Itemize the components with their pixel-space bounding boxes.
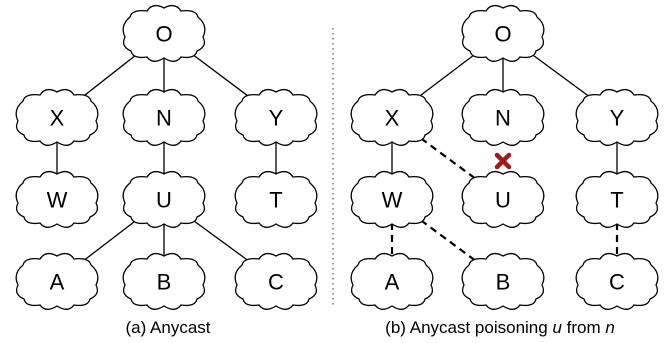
panel-b-node-w: W: [350, 170, 434, 228]
panel-b-nodes: O X N Y W U T A B C: [350, 4, 659, 310]
cloud-icon: [122, 170, 206, 228]
panel-b-node-t: T: [575, 170, 659, 228]
panel-a-node-u: U: [122, 170, 206, 228]
cloud-icon: [234, 170, 318, 228]
panel-b-node-label-c: C: [609, 270, 625, 295]
panel-b-caption-var-u: u: [552, 318, 562, 337]
panel-a-edges: [56, 32, 277, 282]
panel-a-node-label-t: T: [269, 188, 282, 213]
panel-b-node-c: C: [575, 252, 659, 310]
cloud-icon: [122, 4, 206, 62]
panel-b-caption: (b) Anycast poisoning u from n: [385, 318, 615, 337]
panel-b-node-label-u: U: [495, 188, 511, 213]
panel-a-node-w: W: [15, 170, 99, 228]
cloud-icon: [350, 170, 434, 228]
cloud-icon: [350, 88, 434, 146]
panel-a-node-o: O: [122, 4, 206, 62]
cloud-icon: [234, 252, 318, 310]
panel-a-node-label-a: A: [50, 270, 65, 295]
cloud-icon: [15, 170, 99, 228]
panel-a-node-label-n: N: [156, 106, 172, 131]
panel-a-nodes: O X N Y W U T A B C: [15, 4, 318, 310]
cloud-icon: [575, 170, 659, 228]
panel-a-anycast: O X N Y W U T A B C: [15, 4, 318, 310]
panel-a-node-label-o: O: [155, 22, 172, 47]
blocked-x-icon: [494, 152, 512, 170]
panel-a-node-y: Y: [234, 88, 318, 146]
panel-b-node-b: B: [461, 252, 545, 310]
cloud-icon: [575, 252, 659, 310]
panel-b-node-label-t: T: [610, 188, 623, 213]
panel-a-node-a: A: [15, 252, 99, 310]
cloud-icon: [15, 252, 99, 310]
panel-b-caption-prefix: (b) Anycast poisoning: [385, 318, 552, 337]
cloud-icon: [461, 170, 545, 228]
panel-b-anycast-poisoning: O X N Y W U T A B C: [350, 4, 659, 310]
panel-a-node-label-b: B: [157, 270, 172, 295]
panel-a-node-b: B: [122, 252, 206, 310]
panel-a-node-label-u: U: [156, 188, 172, 213]
panel-b-node-label-w: W: [382, 188, 403, 213]
panel-b-caption-mid: from: [562, 318, 605, 337]
panel-b-node-label-a: A: [385, 270, 400, 295]
panel-b-caption-var-n: n: [605, 318, 614, 337]
panel-a-node-label-x: X: [50, 106, 65, 131]
panel-a-node-label-w: W: [47, 188, 68, 213]
panel-b-node-x: X: [350, 88, 434, 146]
panel-b-node-a: A: [350, 252, 434, 310]
panel-b-node-y: Y: [575, 88, 659, 146]
cloud-icon: [575, 88, 659, 146]
panel-b-node-u: U: [461, 170, 545, 228]
panel-a-node-t: T: [234, 170, 318, 228]
panel-b-node-label-b: B: [496, 270, 511, 295]
panel-a-node-c: C: [234, 252, 318, 310]
cloud-icon: [461, 88, 545, 146]
panel-a-node-n: N: [122, 88, 206, 146]
panel-a-node-x: X: [15, 88, 99, 146]
panel-b-node-label-n: N: [495, 106, 511, 131]
panel-b-node-label-y: Y: [610, 106, 625, 131]
cloud-icon: [461, 4, 545, 62]
cloud-icon: [15, 88, 99, 146]
cloud-icon: [122, 252, 206, 310]
panel-a-node-label-c: C: [268, 270, 284, 295]
panel-b-node-label-x: X: [385, 106, 400, 131]
panel-b-node-n: N: [461, 88, 545, 146]
panel-a-caption: (a) Anycast: [125, 318, 210, 337]
cloud-icon: [234, 88, 318, 146]
panel-b-node-label-o: O: [494, 22, 511, 47]
cloud-icon: [461, 252, 545, 310]
cloud-icon: [122, 88, 206, 146]
panel-b-node-o: O: [461, 4, 545, 62]
panel-a-node-label-y: Y: [269, 106, 284, 131]
cloud-icon: [350, 252, 434, 310]
